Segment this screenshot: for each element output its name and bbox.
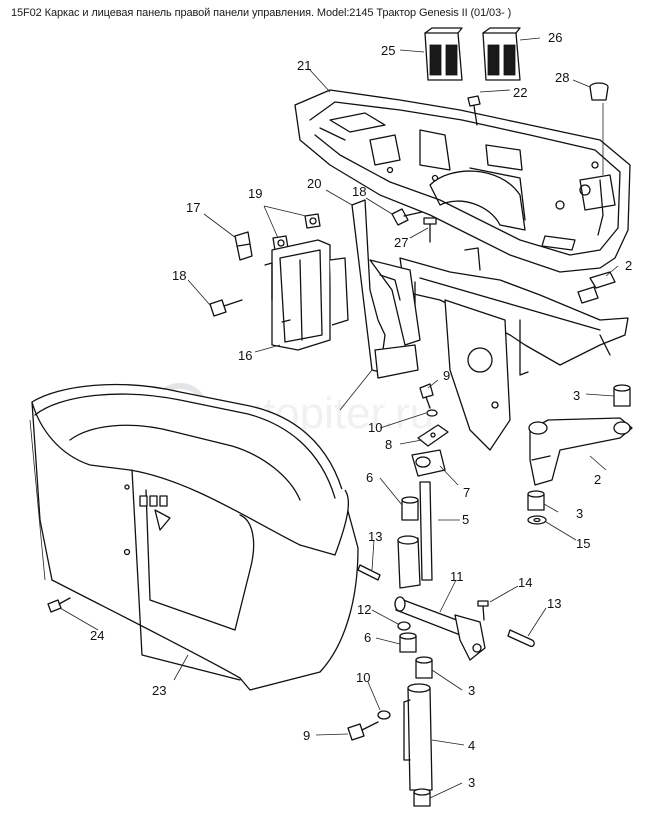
part-13-cotter-pin [507, 629, 535, 648]
callout-28: 28 [555, 70, 569, 85]
callout-26: 26 [548, 30, 562, 45]
part-frame-bracket [399, 247, 629, 451]
part-17-clip [234, 231, 253, 261]
callout-2-arm: 2 [594, 472, 601, 487]
part-sleeve-tube [397, 535, 421, 589]
part-18-bolt-upper [391, 208, 423, 226]
part-22-screw [467, 95, 481, 126]
callout-3-right-lower: 3 [576, 506, 583, 521]
callout-6-lower: 6 [364, 630, 371, 645]
part-15-washer [527, 515, 547, 525]
part-10-washer-upper [426, 409, 438, 417]
callout-20: 20 [307, 176, 321, 191]
callout-14: 14 [518, 575, 532, 590]
part-6-bushing-lower [399, 632, 417, 653]
part-27-screw [423, 217, 437, 243]
part-20-vertical-bracket [339, 199, 421, 411]
callout-11: 11 [450, 569, 464, 584]
part-2-arm-lower [528, 417, 633, 486]
part-26-switch [482, 27, 521, 81]
part-10-washer-lower [377, 710, 391, 720]
callout-6-upper: 6 [366, 470, 373, 485]
part-3-bushing-right-lower [527, 490, 545, 511]
callout-3-right-upper: 3 [573, 388, 580, 403]
part-18-bolt-lower [209, 299, 243, 317]
callout-3-bottom: 3 [468, 775, 475, 790]
callout-2-top: 2 [625, 258, 632, 273]
callout-15: 15 [576, 536, 590, 551]
callout-18-lower: 18 [172, 268, 186, 283]
part-3-bushing-bottom [413, 788, 431, 807]
callout-27: 27 [394, 235, 408, 250]
part-9-bolt-lower [347, 721, 379, 741]
part-16-box-bracket [264, 239, 349, 351]
leader-lines [59, 37, 619, 799]
part-3-bushing-mid [415, 656, 433, 679]
part-12-washer [397, 621, 411, 631]
part-24-screw [47, 597, 71, 613]
part-23-front-shroud [29, 383, 359, 691]
part-6-bushing-upper [401, 496, 419, 521]
callout-13-left: 13 [368, 529, 382, 544]
callout-7: 7 [463, 485, 470, 500]
diagram-title: 15F02 Каркас и лицевая панель правой пан… [11, 7, 512, 19]
part-3-bushing-right-upper [613, 384, 631, 407]
callout-25: 25 [381, 43, 395, 58]
callout-13-right: 13 [547, 596, 561, 611]
callout-12: 12 [357, 602, 371, 617]
callout-8: 8 [385, 437, 392, 452]
callout-17: 17 [186, 200, 200, 215]
callout-23: 23 [152, 683, 166, 698]
part-9-bolt-upper [419, 383, 434, 409]
part-25-switch [424, 27, 463, 81]
part-2-clip-top [577, 271, 616, 304]
callout-19: 19 [248, 186, 262, 201]
part-28-cap [589, 82, 609, 101]
part-8-plate [417, 424, 449, 447]
part-7-bracket [411, 449, 446, 477]
part-21-dash-panel [294, 89, 631, 273]
part-14-bolt [477, 600, 489, 621]
callout-4: 4 [468, 738, 475, 753]
part-13-pin-left [357, 564, 381, 581]
callout-9-lower: 9 [303, 728, 310, 743]
callout-22: 22 [513, 85, 527, 100]
callout-16: 16 [238, 348, 252, 363]
callout-10-lower: 10 [356, 670, 370, 685]
callout-24: 24 [90, 628, 104, 643]
part-19-nut-a [304, 213, 321, 229]
callout-21: 21 [297, 58, 311, 73]
callout-3-mid: 3 [468, 683, 475, 698]
part-5-shaft [419, 481, 433, 581]
callout-labels: 25 26 21 22 28 20 18 19 17 27 2 18 16 9 … [90, 30, 632, 790]
callout-9-upper: 9 [443, 368, 450, 383]
part-11-lever [394, 596, 486, 661]
callout-18-upper: 18 [352, 184, 366, 199]
callout-5: 5 [462, 512, 469, 527]
part-4-shaft-tube [403, 683, 433, 791]
callout-10-upper: 10 [368, 420, 382, 435]
